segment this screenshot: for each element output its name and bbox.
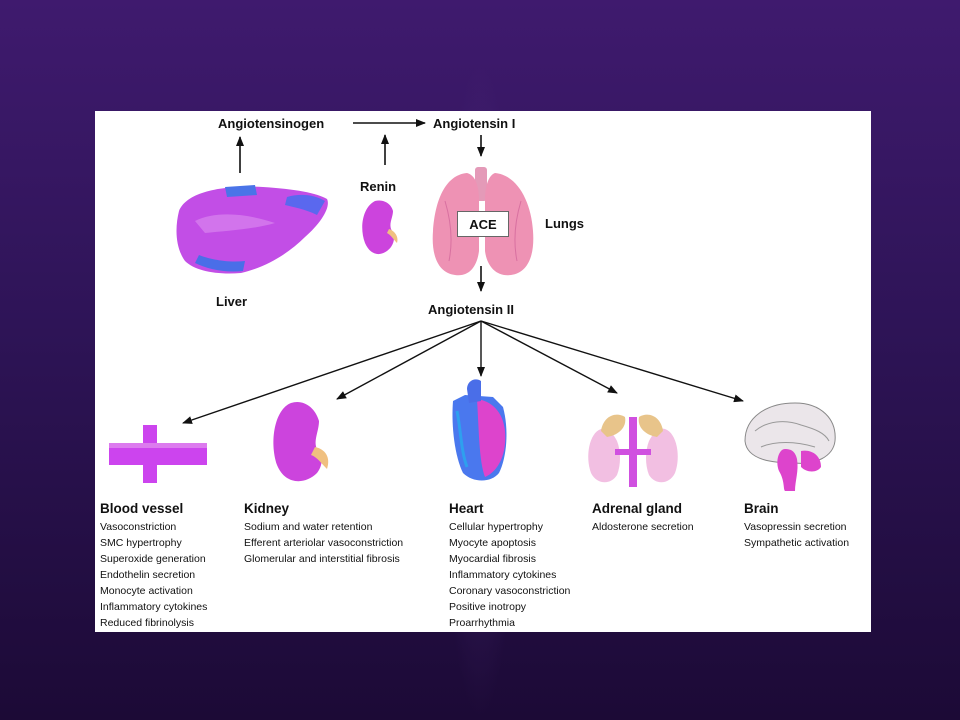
effect-blood-vessel: Blood vessel Vasoconstriction SMC hypert…	[100, 501, 207, 631]
arrow-to-brain	[480, 320, 744, 403]
heart-illustration	[452, 379, 507, 481]
angiotensinogen-label: Angiotensinogen	[218, 116, 325, 131]
angiotensin-i-label: Angiotensin I	[433, 116, 516, 131]
ace-label: ACE	[457, 211, 509, 237]
effect-item: Monocyte activation	[100, 585, 193, 597]
effect-item: Sodium and water retention	[244, 521, 373, 533]
effect-item: Inflammatory cytokines	[100, 601, 208, 613]
renin-label: Renin	[360, 179, 397, 194]
effect-item: Myocardial fibrosis	[449, 553, 536, 565]
effect-kidney: Kidney Sodium and water retention Effere…	[244, 501, 403, 567]
adrenal-gland-illustration	[588, 414, 678, 487]
brain-illustration	[744, 402, 836, 491]
arrow-to-blood-vessel	[182, 320, 482, 424]
arrow-to-kidney	[336, 320, 482, 400]
effect-item: Proarrhythmia	[449, 617, 515, 629]
effect-item: SMC hypertrophy	[100, 537, 182, 549]
effect-heart: Heart Cellular hypertrophy Myocyte apopt…	[449, 501, 570, 631]
blood-vessel-illustration	[109, 425, 207, 483]
effect-adrenal-gland: Adrenal gland Aldosterone secretion	[592, 501, 694, 535]
effect-title: Adrenal gland	[592, 501, 683, 516]
lungs-illustration	[432, 167, 534, 276]
effect-title: Heart	[449, 501, 484, 516]
effect-item: Cellular hypertrophy	[449, 521, 543, 533]
renin-kidney-illustration	[362, 200, 398, 255]
kidney-illustration	[273, 401, 329, 482]
liver-illustration	[176, 185, 328, 274]
liver-label: Liver	[216, 294, 248, 309]
effect-item: Reduced fibrinolysis	[100, 617, 194, 629]
angiotensin-ii-label: Angiotensin II	[428, 302, 514, 317]
effect-item: Coronary vasoconstriction	[449, 585, 571, 597]
effect-item: Efferent arteriolar vasoconstriction	[244, 537, 404, 549]
effect-item: Positive inotropy	[449, 601, 527, 613]
effect-brain: Brain Vasopressin secretion Sympathetic …	[744, 501, 849, 551]
arrow-to-adrenal-gland	[480, 320, 618, 394]
effect-item: Vasopressin secretion	[744, 521, 847, 533]
effect-title: Brain	[744, 501, 779, 516]
effect-title: Kidney	[244, 501, 290, 516]
effect-item: Myocyte apoptosis	[449, 537, 536, 549]
effect-item: Superoxide generation	[100, 553, 206, 565]
effect-item: Inflammatory cytokines	[449, 569, 557, 581]
effect-item: Endothelin secretion	[100, 569, 196, 581]
effect-item: Glomerular and interstitial fibrosis	[244, 553, 400, 565]
raas-diagram-panel: Angiotensinogen Angiotensin I Renin ACE …	[95, 111, 871, 632]
effect-item: Sympathetic activation	[744, 537, 850, 549]
lungs-label: Lungs	[545, 216, 584, 231]
effect-item: Vasoconstriction	[100, 521, 177, 533]
effect-item: Aldosterone secretion	[592, 521, 694, 533]
diagram-graphics	[109, 119, 836, 491]
effect-title: Blood vessel	[100, 501, 184, 516]
